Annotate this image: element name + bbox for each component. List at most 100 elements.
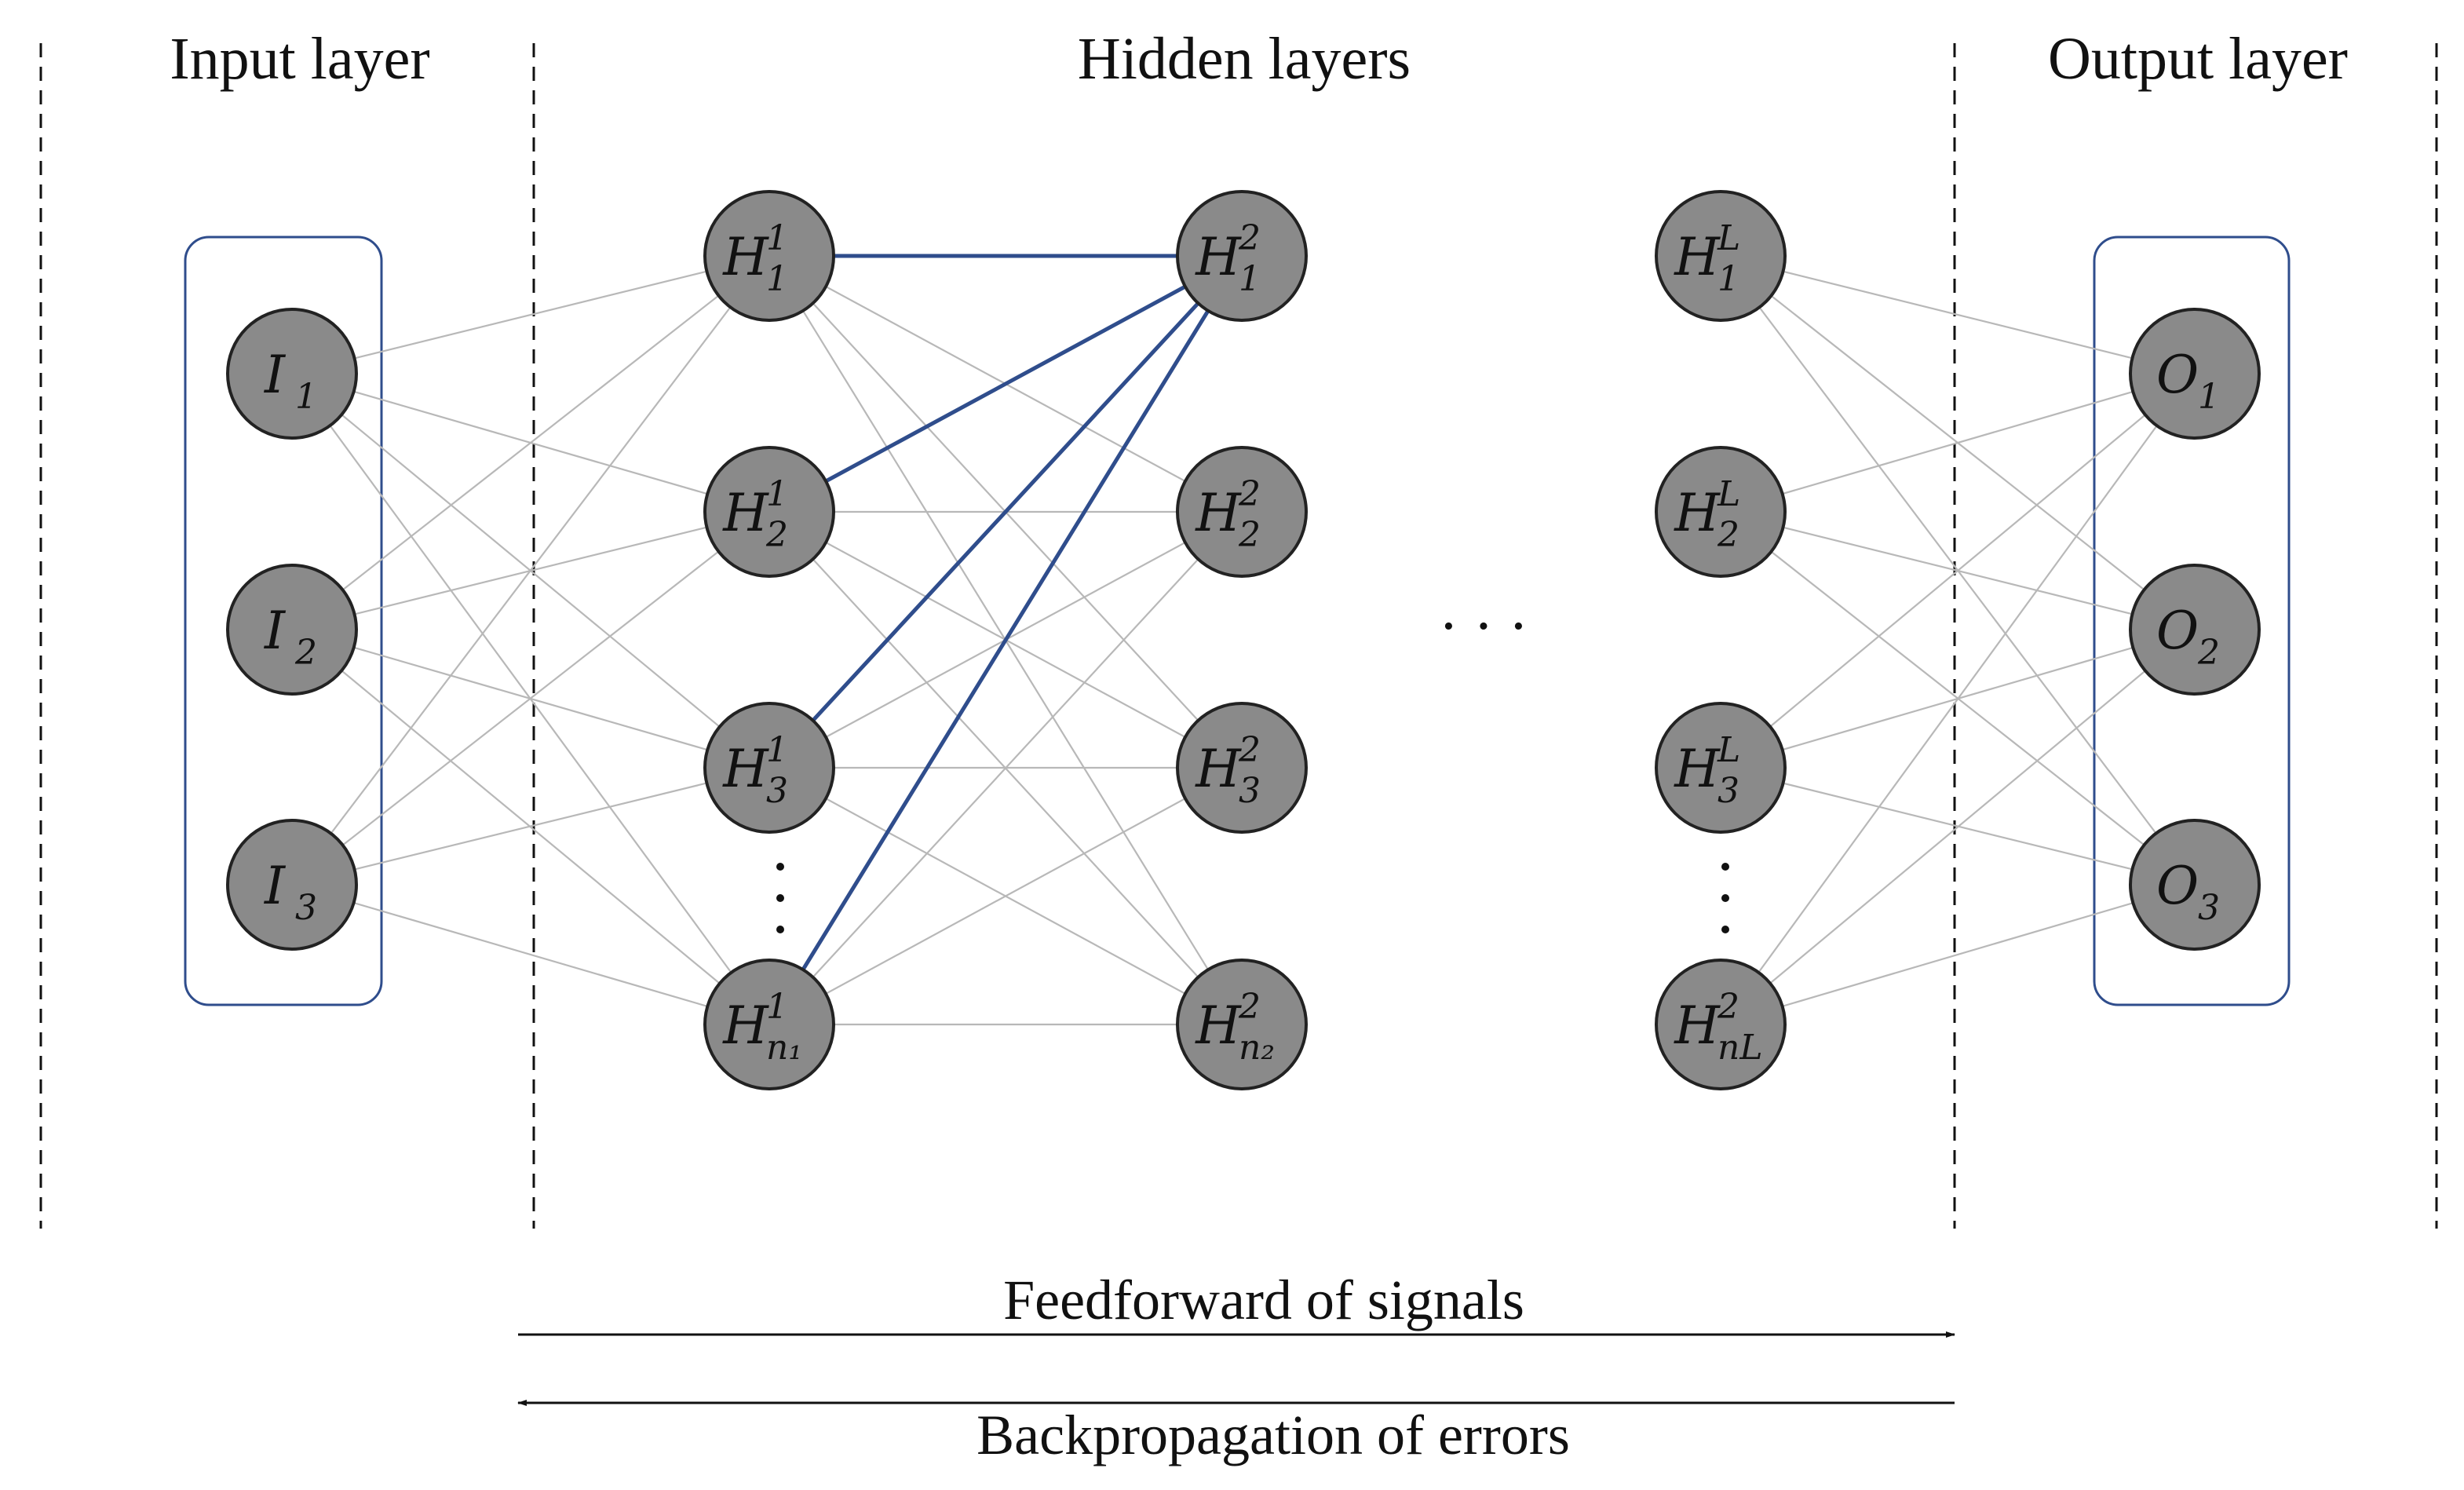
highlighted-edges xyxy=(767,254,1244,1026)
node-label-sub: 3 xyxy=(295,888,317,928)
node-circle xyxy=(1176,190,1308,322)
node-label-main: H xyxy=(722,995,769,1056)
node-label-sub: 2 xyxy=(294,633,317,673)
input-layer-label: Input layer xyxy=(170,26,429,92)
node-label-sup: 2 xyxy=(1238,730,1261,770)
node-H2_3: H32 xyxy=(1176,702,1308,834)
node-label-main: H xyxy=(1195,227,1242,287)
node-label-main: H xyxy=(1195,483,1242,543)
node-label-main: H xyxy=(1674,227,1721,287)
node-label-sup: 1 xyxy=(766,474,788,514)
node-label-sup: 2 xyxy=(1238,987,1261,1027)
node-label-main: H xyxy=(1195,739,1242,799)
node-label-sup: 1 xyxy=(766,987,788,1027)
node-label-main: H xyxy=(1674,995,1721,1056)
node-label-sup: 2 xyxy=(1238,474,1261,514)
node-circle xyxy=(2129,564,2261,696)
node-label-sub: 2 xyxy=(1238,515,1261,555)
node-H2_1: H12 xyxy=(1176,190,1308,322)
node-circle xyxy=(226,564,358,696)
node-label-sub: 1 xyxy=(1239,259,1261,299)
node-H2_2: H22 xyxy=(1176,446,1308,578)
edge-HL_n-O1 xyxy=(1720,373,2196,1025)
node-circle xyxy=(703,959,835,1090)
edge-H1_n-H2_2 xyxy=(768,511,1243,1025)
node-circle xyxy=(1655,959,1787,1090)
node-H1_3: H31 xyxy=(703,702,835,834)
node-label-sup: 2 xyxy=(1717,987,1739,1027)
edge-HL_2-O1 xyxy=(1720,372,2196,513)
node-label-main: H xyxy=(722,739,769,799)
node-HL_1: H1L xyxy=(1655,190,1787,322)
edge-HL_n-O2 xyxy=(1720,629,2196,1025)
hiddenL-column-ellipsis xyxy=(1721,863,1729,933)
node-label-sup: 1 xyxy=(766,218,788,258)
node-O3: O3 xyxy=(2129,819,2261,951)
node-H1_2: H21 xyxy=(703,446,835,578)
highlight-edge-H1_3-H2_1 xyxy=(768,254,1243,769)
node-label-main: H xyxy=(1195,995,1242,1056)
node-label-sup: L xyxy=(1717,474,1740,514)
connection-edges xyxy=(291,254,2196,1026)
node-HL_2: H2L xyxy=(1655,446,1787,578)
edge-I3-H1_n xyxy=(291,883,770,1026)
edge-I3-H1_2 xyxy=(291,511,770,886)
edge-H1_n-H2_3 xyxy=(768,767,1243,1025)
node-label-main: I xyxy=(264,856,287,916)
node-circle xyxy=(1655,702,1787,834)
node-label-sub: 2 xyxy=(765,515,788,555)
feedforward-label: Feedforward of signals xyxy=(1003,1269,1524,1331)
node-label-sub: 3 xyxy=(1717,771,1739,811)
node-circle xyxy=(2129,819,2261,951)
node-label-sub: 1 xyxy=(1717,259,1739,299)
node-label-main: I xyxy=(264,601,287,661)
node-circle xyxy=(1176,446,1308,578)
node-label-sup: 2 xyxy=(1238,218,1261,258)
node-label-sup: 1 xyxy=(766,730,788,770)
node-label-sub: 1 xyxy=(2198,377,2220,417)
hidden1-column-ellipsis xyxy=(776,863,784,933)
node-O1: O1 xyxy=(2129,308,2261,440)
node-circle xyxy=(1655,446,1787,578)
node-circle xyxy=(1176,702,1308,834)
node-circle xyxy=(226,819,358,951)
node-label-sub: 3 xyxy=(1239,771,1261,811)
hidden-layers-label: Hidden layers xyxy=(1078,26,1411,92)
node-circle xyxy=(226,308,358,440)
edge-HL_n-O3 xyxy=(1720,883,2196,1026)
edge-I3-H1_1 xyxy=(291,255,770,886)
node-label-sub: 2 xyxy=(1717,515,1739,555)
backprop-label: Backpropagation of errors xyxy=(976,1404,1570,1466)
edge-I1-H1_1 xyxy=(291,254,770,375)
highlight-edge-H1_n-H2_1 xyxy=(767,254,1244,1026)
node-label-sub: n₁ xyxy=(766,1028,802,1068)
node-HL_3: H3L xyxy=(1655,702,1787,834)
node-label-sub: 1 xyxy=(295,377,317,417)
output-layer-label: Output layer xyxy=(2048,26,2348,92)
output-group-box xyxy=(2093,236,2291,1006)
node-label-sub: nL xyxy=(1717,1028,1763,1068)
node-O2: O2 xyxy=(2129,564,2261,696)
node-label-sup: L xyxy=(1717,730,1740,770)
node-label-main: H xyxy=(722,483,769,543)
highlight-edge-H1_2-H2_1 xyxy=(768,254,1243,514)
node-H1_1: H11 xyxy=(703,190,835,322)
node-label-sub: 3 xyxy=(766,771,788,811)
node-label-sub: 3 xyxy=(2198,888,2220,928)
node-circle xyxy=(1176,959,1308,1090)
hidden-layers-ellipsis: · · · xyxy=(1440,594,1527,659)
node-label-main: H xyxy=(1674,483,1721,543)
node-label-main: H xyxy=(722,227,769,287)
node-label-sub: n₂ xyxy=(1239,1028,1275,1068)
node-label-sub: 1 xyxy=(766,259,788,299)
edge-I3-H1_3 xyxy=(291,766,770,886)
node-circle xyxy=(703,446,835,578)
node-label-main: O xyxy=(2156,345,2199,405)
